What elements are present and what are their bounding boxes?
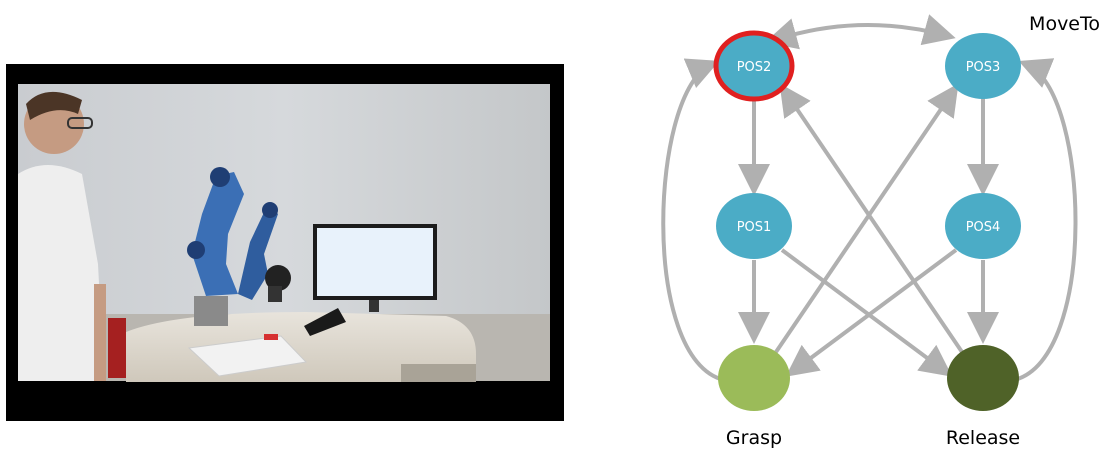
moveto-label: MoveTo bbox=[1029, 13, 1100, 35]
robot-arm bbox=[187, 167, 291, 326]
red-object bbox=[264, 334, 278, 340]
table-edge bbox=[401, 364, 476, 382]
node-pos3: POS3 bbox=[945, 33, 1021, 99]
node-pos1: POS1 bbox=[716, 193, 792, 259]
pedestal bbox=[108, 318, 126, 378]
pos2-label: POS2 bbox=[737, 60, 772, 75]
pos3-label: POS3 bbox=[966, 60, 1001, 75]
person bbox=[18, 91, 106, 381]
state-diagram: POS2 POS3 POS1 POS4 Grasp Release bbox=[640, 0, 1104, 450]
photo-scene bbox=[18, 84, 550, 382]
edge-grasp-pos2-loop bbox=[661, 58, 725, 382]
edge-grasp-pos3 bbox=[774, 83, 959, 354]
node-pos4: POS4 bbox=[945, 193, 1021, 259]
release-circle bbox=[947, 345, 1019, 411]
pos4-label: POS4 bbox=[966, 220, 1001, 235]
tray bbox=[304, 308, 346, 336]
edge-pos1-release bbox=[780, 248, 953, 377]
robot-demo-photo bbox=[6, 64, 564, 421]
keyboard bbox=[187, 335, 308, 377]
edge-pos4-grasp bbox=[785, 248, 958, 377]
diagram-canvas: POS2 POS3 POS1 POS4 Grasp Release bbox=[661, 13, 1100, 449]
edge-pos2-pos3 bbox=[764, 14, 956, 50]
pos1-circle bbox=[716, 193, 792, 259]
edge-release-pos3-loop bbox=[1013, 58, 1078, 382]
node-grasp bbox=[718, 345, 790, 411]
monitor-stand bbox=[369, 300, 379, 312]
grasp-circle bbox=[718, 345, 790, 411]
pos1-label: POS1 bbox=[737, 220, 772, 235]
grasp-caption: Grasp bbox=[726, 427, 782, 449]
release-caption: Release bbox=[946, 427, 1020, 449]
edge-release-pos2 bbox=[779, 83, 964, 354]
monitor-screen bbox=[317, 228, 433, 296]
pos3-circle bbox=[945, 33, 1021, 99]
pos2-circle bbox=[713, 30, 795, 102]
node-pos2: POS2 bbox=[713, 30, 795, 102]
edges bbox=[661, 14, 1078, 382]
node-release bbox=[947, 345, 1019, 411]
pos4-circle bbox=[945, 193, 1021, 259]
